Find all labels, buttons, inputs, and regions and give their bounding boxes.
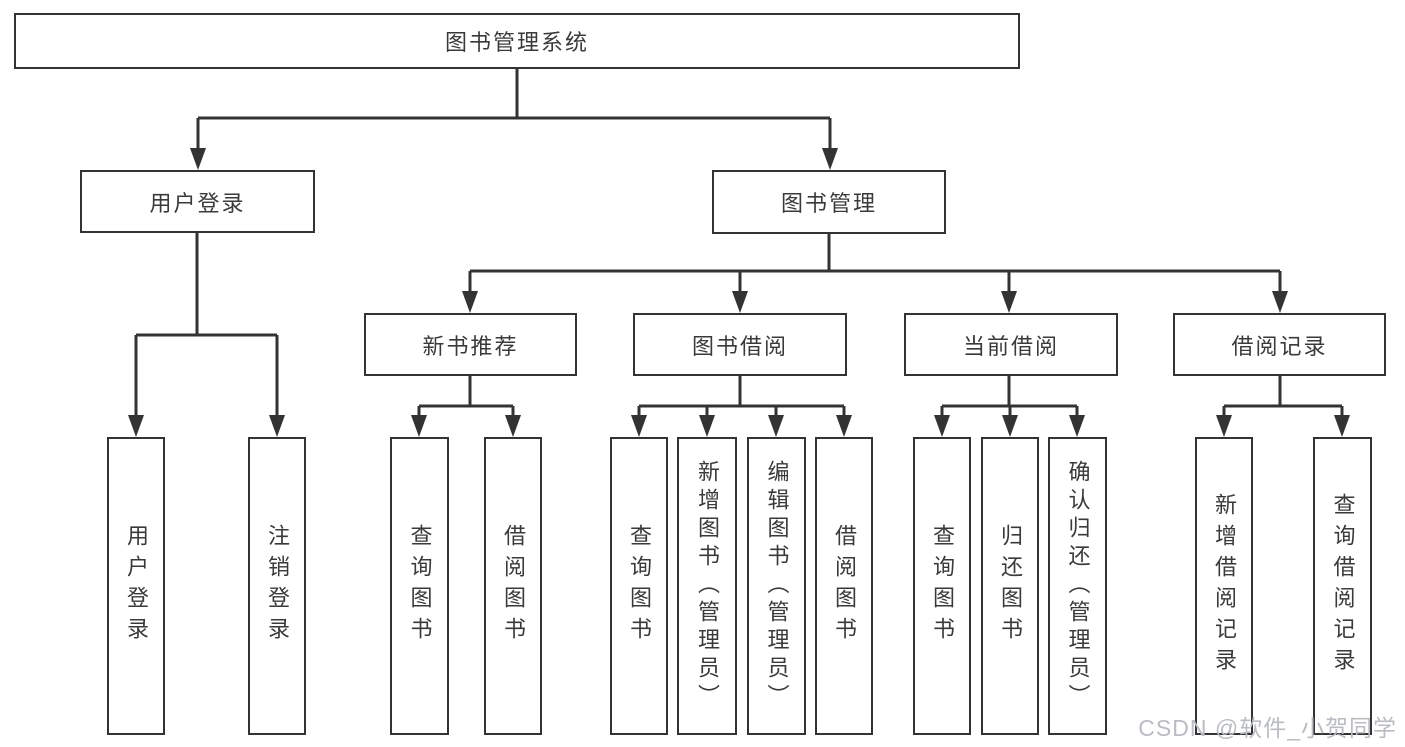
leaf-edit-books-admin: 编辑图书（管理员） xyxy=(747,437,806,735)
node-borrow-records-label: 借阅记录 xyxy=(1231,333,1328,359)
leaf-borrow-books: 借阅图书 xyxy=(815,437,873,735)
leaf-add-borrow-record: 新增借阅记录 xyxy=(1195,437,1253,735)
leaf-query-books-recommend: 查询图书 xyxy=(390,437,449,735)
node-current-borrow: 当前借阅 xyxy=(904,313,1118,376)
leaf-add-borrow-record-label: 新增借阅记录 xyxy=(1212,493,1237,679)
leaf-return-books: 归还图书 xyxy=(981,437,1039,735)
node-user-login-branch: 用户登录 xyxy=(80,170,315,233)
node-new-book-recommend: 新书推荐 xyxy=(364,313,577,376)
leaf-borrow-books-recommend: 借阅图书 xyxy=(484,437,542,735)
leaf-borrow-books-label: 借阅图书 xyxy=(832,524,857,648)
leaf-user-login-label: 用户登录 xyxy=(124,524,149,648)
node-user-login-label: 用户登录 xyxy=(149,190,246,216)
leaf-logout-label: 注销登录 xyxy=(265,524,290,648)
node-root-system: 图书管理系统 xyxy=(14,13,1020,69)
node-book-management-label: 图书管理 xyxy=(780,191,877,216)
leaf-query-books-borrow-label: 查询图书 xyxy=(627,524,652,648)
leaf-add-books-admin-label: 新增图书（管理员） xyxy=(695,460,720,712)
leaf-confirm-return-admin-label: 确认归还（管理员） xyxy=(1065,460,1091,712)
leaf-query-books-recommend-label: 查询图书 xyxy=(407,524,433,648)
node-root-label: 图书管理系统 xyxy=(444,30,589,55)
leaf-add-books-admin: 新增图书（管理员） xyxy=(677,437,737,735)
leaf-confirm-return-admin: 确认归还（管理员） xyxy=(1048,437,1107,735)
leaf-borrow-books-recommend-label: 借阅图书 xyxy=(501,524,526,648)
leaf-return-books-label: 归还图书 xyxy=(998,524,1023,648)
leaf-query-books-current-label: 查询图书 xyxy=(930,524,955,648)
leaf-query-borrow-record: 查询借阅记录 xyxy=(1313,437,1372,735)
leaf-user-login: 用户登录 xyxy=(107,437,165,735)
node-current-borrow-label: 当前借阅 xyxy=(962,333,1059,359)
node-borrow-records: 借阅记录 xyxy=(1173,313,1386,376)
leaf-query-borrow-record-label: 查询借阅记录 xyxy=(1330,493,1356,679)
arrowhead-icons xyxy=(128,148,1350,437)
node-book-borrow: 图书借阅 xyxy=(633,313,847,376)
leaf-query-books-borrow: 查询图书 xyxy=(610,437,668,735)
leaf-edit-books-admin-label: 编辑图书（管理员） xyxy=(764,460,790,712)
node-book-borrow-label: 图书借阅 xyxy=(691,333,788,359)
node-new-book-recommend-label: 新书推荐 xyxy=(422,333,519,359)
leaf-query-books-current: 查询图书 xyxy=(913,437,971,735)
node-book-management: 图书管理 xyxy=(712,170,946,234)
csdn-watermark: CSDN @软件_小贺同学 xyxy=(1138,715,1397,741)
leaf-logout: 注销登录 xyxy=(248,437,306,735)
